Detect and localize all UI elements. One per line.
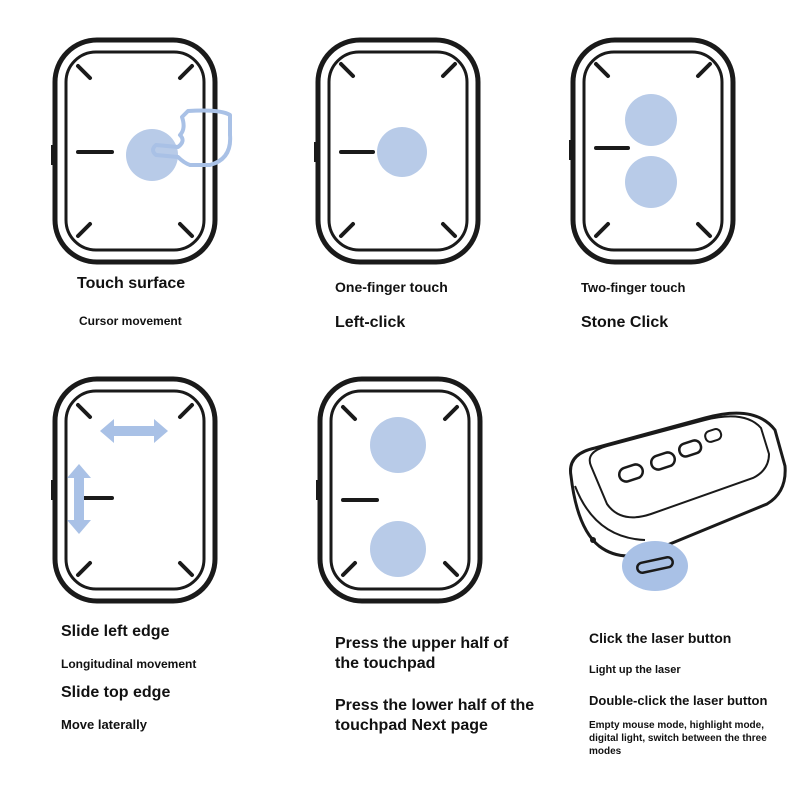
device-bottom-edge [574, 485, 646, 541]
slide-top-edge-title: Slide top edge [61, 684, 171, 701]
one-finger-caption: Left-click [335, 314, 406, 331]
panel-press-halves: Press the upper half of the touchpad Pre… [265, 370, 540, 800]
laser-double-title: Double-click the laser button [589, 693, 768, 708]
corner-mark-bottom-left [341, 561, 357, 577]
touchpad-inner-frame [329, 389, 471, 591]
one-finger-title: One-finger touch [335, 279, 448, 295]
corner-mark-top-left [339, 62, 355, 78]
corner-mark-top-right [178, 64, 194, 80]
touchpad-inner-frame [64, 50, 206, 252]
corner-mark-top-left [341, 405, 357, 421]
corner-mark-top-right [441, 62, 457, 78]
touchpad-illustration [51, 376, 218, 604]
touchpad-inner-frame [327, 50, 469, 252]
side-button [569, 140, 573, 160]
panel-two-finger: Two-finger touch Stone Click [530, 0, 800, 340]
horizontal-arrow-icon [100, 419, 168, 443]
touch-surface-caption: Cursor movement [79, 314, 182, 328]
touchpad-illustration [51, 37, 233, 265]
corner-mark-top-right [696, 62, 712, 78]
presenter-device-illustration [569, 411, 787, 591]
corner-mark-top-left [594, 62, 610, 78]
touchpad-inner-frame [582, 50, 724, 252]
corner-mark-top-right [443, 405, 459, 421]
corner-mark-top-left [76, 64, 92, 80]
corner-mark-bottom-right [178, 561, 194, 577]
slide-top-edge-caption: Move laterally [61, 717, 147, 732]
side-button [51, 480, 55, 500]
side-button [314, 142, 318, 162]
touchpad-illustration [316, 376, 483, 604]
top-button-small [704, 428, 723, 443]
panel-laser-button: Click the laser button Light up the lase… [555, 370, 800, 800]
panel-one-finger: One-finger touch Left-click [265, 0, 535, 340]
side-button [51, 145, 55, 165]
corner-mark-bottom-left [76, 222, 92, 238]
laser-double-caption: Empty mouse mode, highlight mode, digita… [589, 720, 767, 757]
touchpad-outer-frame [570, 37, 736, 265]
touchpad-inner-frame [64, 389, 206, 591]
corner-mark-bottom-left [339, 222, 355, 238]
side-button [316, 480, 320, 500]
corner-mark-bottom-right [441, 222, 457, 238]
corner-mark-bottom-right [443, 561, 459, 577]
corner-mark-bottom-right [696, 222, 712, 238]
top-button-left [617, 463, 645, 483]
slide-left-edge-title: Slide left edge [61, 623, 170, 640]
laser-button [636, 556, 674, 574]
laser-click-title: Click the laser button [589, 630, 732, 646]
touch-point-upper [625, 94, 677, 146]
laser-click-caption: Light up the laser [589, 664, 681, 676]
panel-slide-edges: Slide left edge Longitudinal movement Sl… [0, 370, 260, 800]
press-upper-text: Press the upper half of the touchpad [335, 635, 509, 672]
touchpad-illustration [314, 37, 481, 265]
indicator-dot [590, 537, 596, 543]
touch-point-lower [625, 156, 677, 208]
laser-button-highlight [622, 541, 688, 591]
two-finger-caption: Stone Click [581, 314, 669, 331]
corner-mark-bottom-left [594, 222, 610, 238]
two-finger-title: Two-finger touch [581, 280, 686, 295]
device-top-face [588, 415, 771, 519]
touch-point [126, 129, 178, 181]
panel-touch-surface: Touch surface Cursor movement [0, 0, 260, 340]
top-button-right [677, 439, 703, 458]
touch-surface-title: Touch surface [77, 275, 186, 292]
vertical-arrow-icon [67, 464, 91, 534]
corner-mark-top-left [76, 403, 92, 419]
touch-point [377, 127, 427, 177]
device-body [569, 411, 787, 558]
touch-point-upper [370, 417, 426, 473]
press-lower-text: Press the lower half of the touchpad Nex… [335, 697, 535, 734]
corner-mark-top-right [178, 403, 194, 419]
hand-icon [151, 108, 233, 167]
corner-mark-bottom-right [178, 222, 194, 238]
slide-left-edge-caption: Longitudinal movement [61, 657, 197, 671]
touchpad-illustration [569, 37, 736, 265]
corner-mark-bottom-left [76, 561, 92, 577]
top-button-middle [649, 451, 677, 471]
touch-point-lower [370, 521, 426, 577]
